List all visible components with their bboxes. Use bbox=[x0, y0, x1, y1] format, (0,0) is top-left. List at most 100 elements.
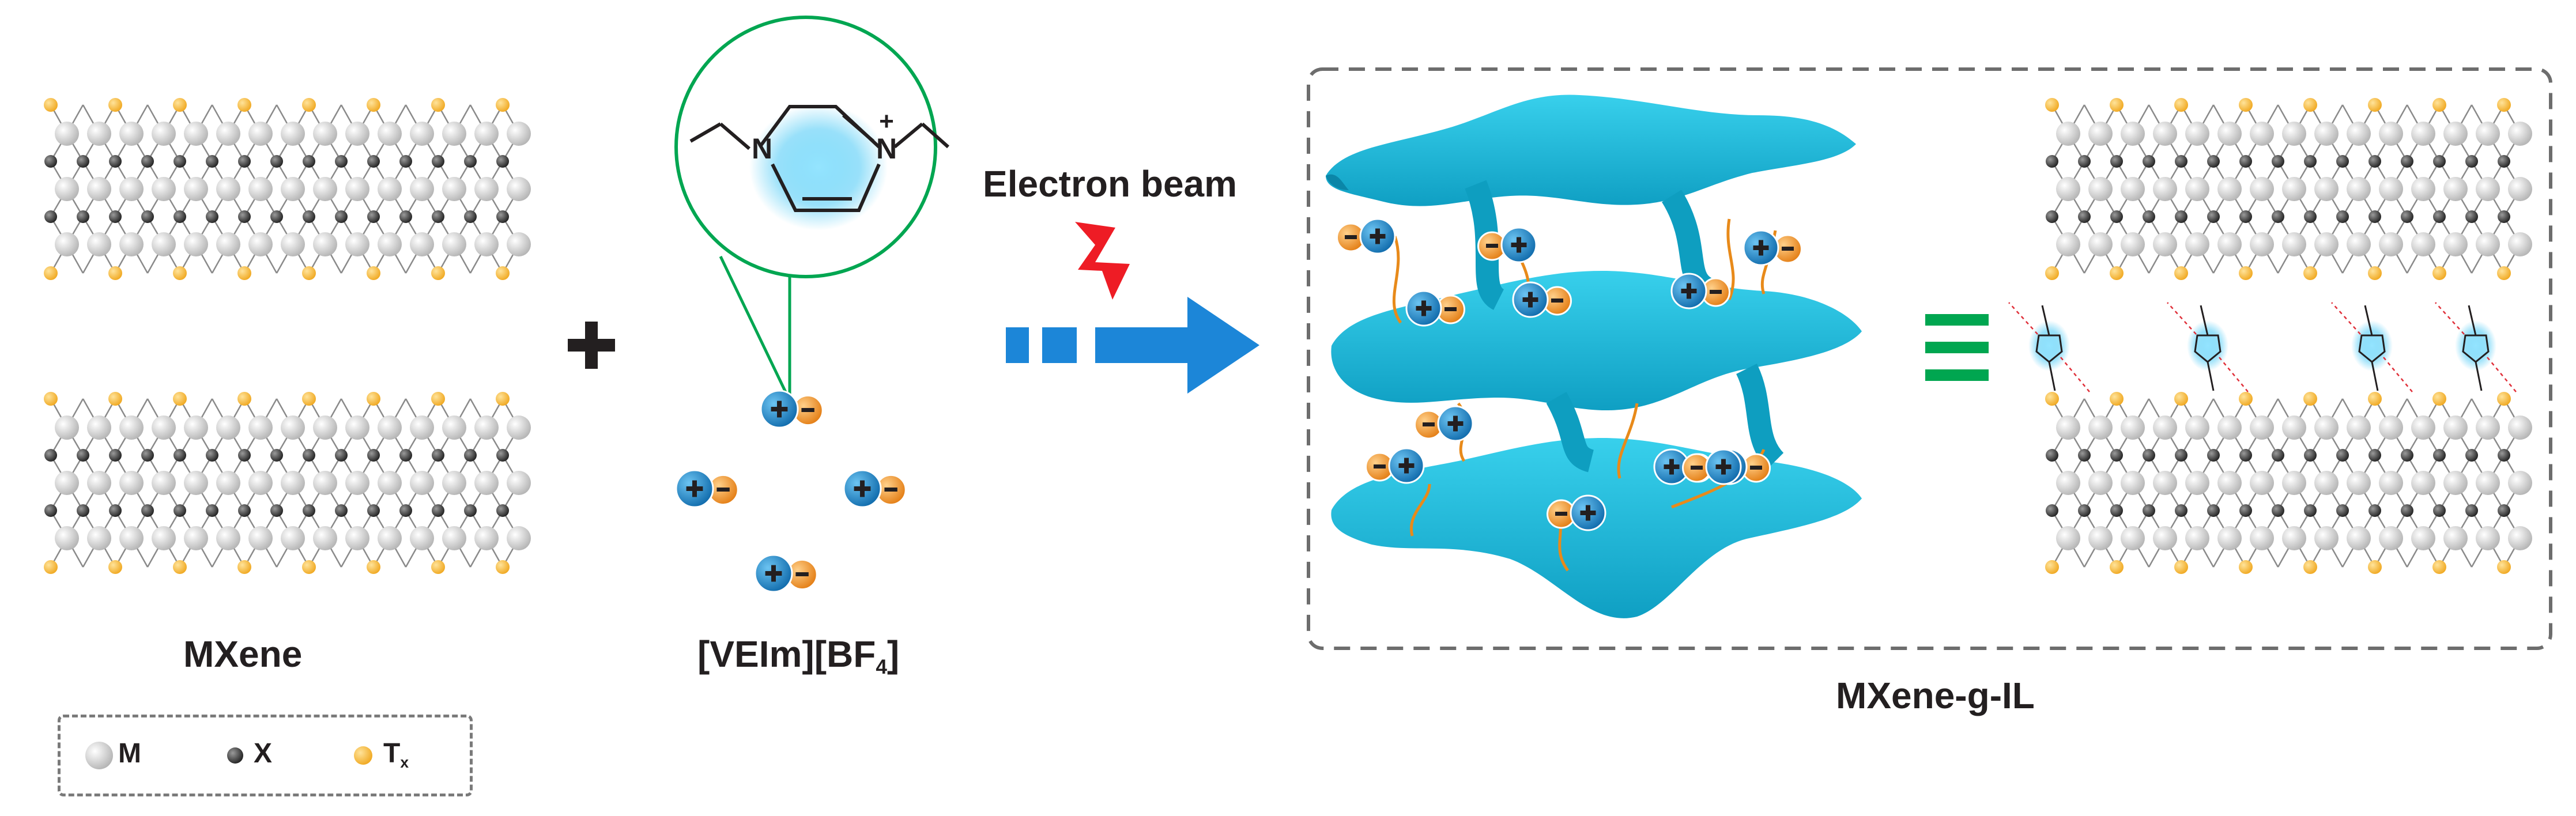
t-atom bbox=[2432, 98, 2446, 112]
x-atom bbox=[2465, 155, 2478, 168]
m-atom bbox=[184, 415, 208, 440]
m-atom bbox=[119, 122, 144, 146]
m-atom bbox=[2443, 232, 2468, 256]
m-atom bbox=[87, 471, 111, 495]
m-atom bbox=[507, 177, 531, 201]
m-atom bbox=[2443, 471, 2468, 495]
plus-glyph-v bbox=[1453, 415, 1458, 432]
imidazolium-ring bbox=[2035, 334, 2063, 363]
m-atom bbox=[2476, 471, 2500, 495]
x-atom bbox=[335, 155, 348, 168]
t-atom bbox=[2303, 560, 2317, 574]
t-atom bbox=[173, 560, 187, 574]
x-atom bbox=[2046, 449, 2058, 462]
x-atom bbox=[2175, 449, 2187, 462]
x-atom bbox=[496, 210, 509, 223]
plus-sign-icon bbox=[568, 322, 615, 369]
plus-glyph-v bbox=[1404, 458, 1409, 474]
x-atom bbox=[432, 155, 444, 168]
x-atom bbox=[2175, 210, 2187, 223]
m-atom bbox=[442, 526, 466, 550]
t-atom bbox=[2174, 392, 2188, 406]
m-atom bbox=[281, 232, 305, 256]
imidazolium-ring bbox=[2462, 334, 2490, 363]
interaction-line bbox=[2008, 302, 2038, 335]
m-atom bbox=[2121, 232, 2145, 256]
x-atom bbox=[2078, 210, 2091, 223]
m-atom bbox=[2185, 232, 2209, 256]
x-atom bbox=[174, 155, 186, 168]
m-atom bbox=[119, 526, 144, 550]
legend-t-label: Tx bbox=[383, 738, 409, 771]
m-atom bbox=[2508, 471, 2532, 495]
t-atom bbox=[302, 392, 316, 406]
minus-glyph bbox=[1782, 247, 1794, 251]
x-atom bbox=[367, 449, 380, 462]
interaction-line bbox=[2331, 302, 2361, 335]
mxene-g-il-layer-top bbox=[2045, 98, 2532, 280]
m-atom bbox=[2088, 471, 2113, 495]
network-ion-pairs bbox=[1336, 218, 1802, 531]
t-atom bbox=[2432, 266, 2446, 280]
m-atom bbox=[507, 526, 531, 550]
t-atom bbox=[431, 98, 445, 112]
m-atom bbox=[87, 122, 111, 146]
molecule-n1-label: N bbox=[752, 133, 772, 165]
m-atom bbox=[119, 177, 144, 201]
m-atom bbox=[2153, 471, 2177, 495]
m-atom bbox=[507, 232, 531, 256]
x-atom bbox=[206, 504, 218, 517]
x-atom bbox=[464, 210, 477, 223]
m-atom bbox=[2185, 471, 2209, 495]
minus-glyph bbox=[1551, 299, 1563, 303]
legend-x-atom-icon bbox=[227, 747, 243, 764]
x-atom bbox=[109, 210, 122, 223]
product-label: MXene-g-IL bbox=[1836, 675, 2035, 716]
m-atom bbox=[216, 415, 240, 440]
m-atom bbox=[2153, 177, 2177, 201]
m-atom bbox=[2476, 526, 2500, 550]
x-atom bbox=[2207, 504, 2220, 517]
x-atom bbox=[2368, 449, 2381, 462]
vinyl-tail bbox=[2475, 361, 2483, 391]
minus-glyph bbox=[1374, 464, 1386, 469]
t-atom bbox=[2497, 266, 2511, 280]
m-atom bbox=[2314, 526, 2339, 550]
x-atom bbox=[2078, 504, 2091, 517]
x-atom bbox=[2175, 155, 2187, 168]
ionic-liquid-prefix: [VEIm][BF bbox=[697, 633, 876, 675]
m-atom bbox=[345, 122, 369, 146]
m-atom bbox=[55, 177, 79, 201]
m-atom bbox=[216, 232, 240, 256]
x-atom bbox=[2433, 155, 2446, 168]
x-atom bbox=[2498, 155, 2510, 168]
x-atom bbox=[206, 449, 218, 462]
m-atom bbox=[2088, 177, 2113, 201]
t-atom bbox=[2110, 266, 2124, 280]
m-atom bbox=[474, 471, 499, 495]
m-atom bbox=[2056, 232, 2080, 256]
m-atom bbox=[2185, 415, 2209, 440]
x-atom bbox=[2175, 504, 2187, 517]
vinyl-tail bbox=[2048, 361, 2056, 391]
m-atom bbox=[2088, 526, 2113, 550]
x-atom bbox=[2239, 504, 2252, 517]
m-atom bbox=[410, 232, 434, 256]
m-atom bbox=[248, 232, 273, 256]
x-atom bbox=[432, 210, 444, 223]
x-atom bbox=[2433, 210, 2446, 223]
x-atom bbox=[44, 504, 57, 517]
x-atom bbox=[2304, 210, 2317, 223]
m-atom bbox=[2411, 122, 2435, 146]
molecule-glow bbox=[2351, 320, 2393, 371]
m-atom bbox=[119, 471, 144, 495]
m-atom bbox=[152, 415, 176, 440]
m-atom bbox=[87, 415, 111, 440]
m-atom bbox=[281, 526, 305, 550]
m-atom bbox=[248, 177, 273, 201]
t-atom bbox=[2303, 392, 2317, 406]
m-atom bbox=[410, 177, 434, 201]
m-atom bbox=[216, 122, 240, 146]
x-atom bbox=[367, 504, 380, 517]
interaction-line bbox=[2435, 302, 2465, 335]
